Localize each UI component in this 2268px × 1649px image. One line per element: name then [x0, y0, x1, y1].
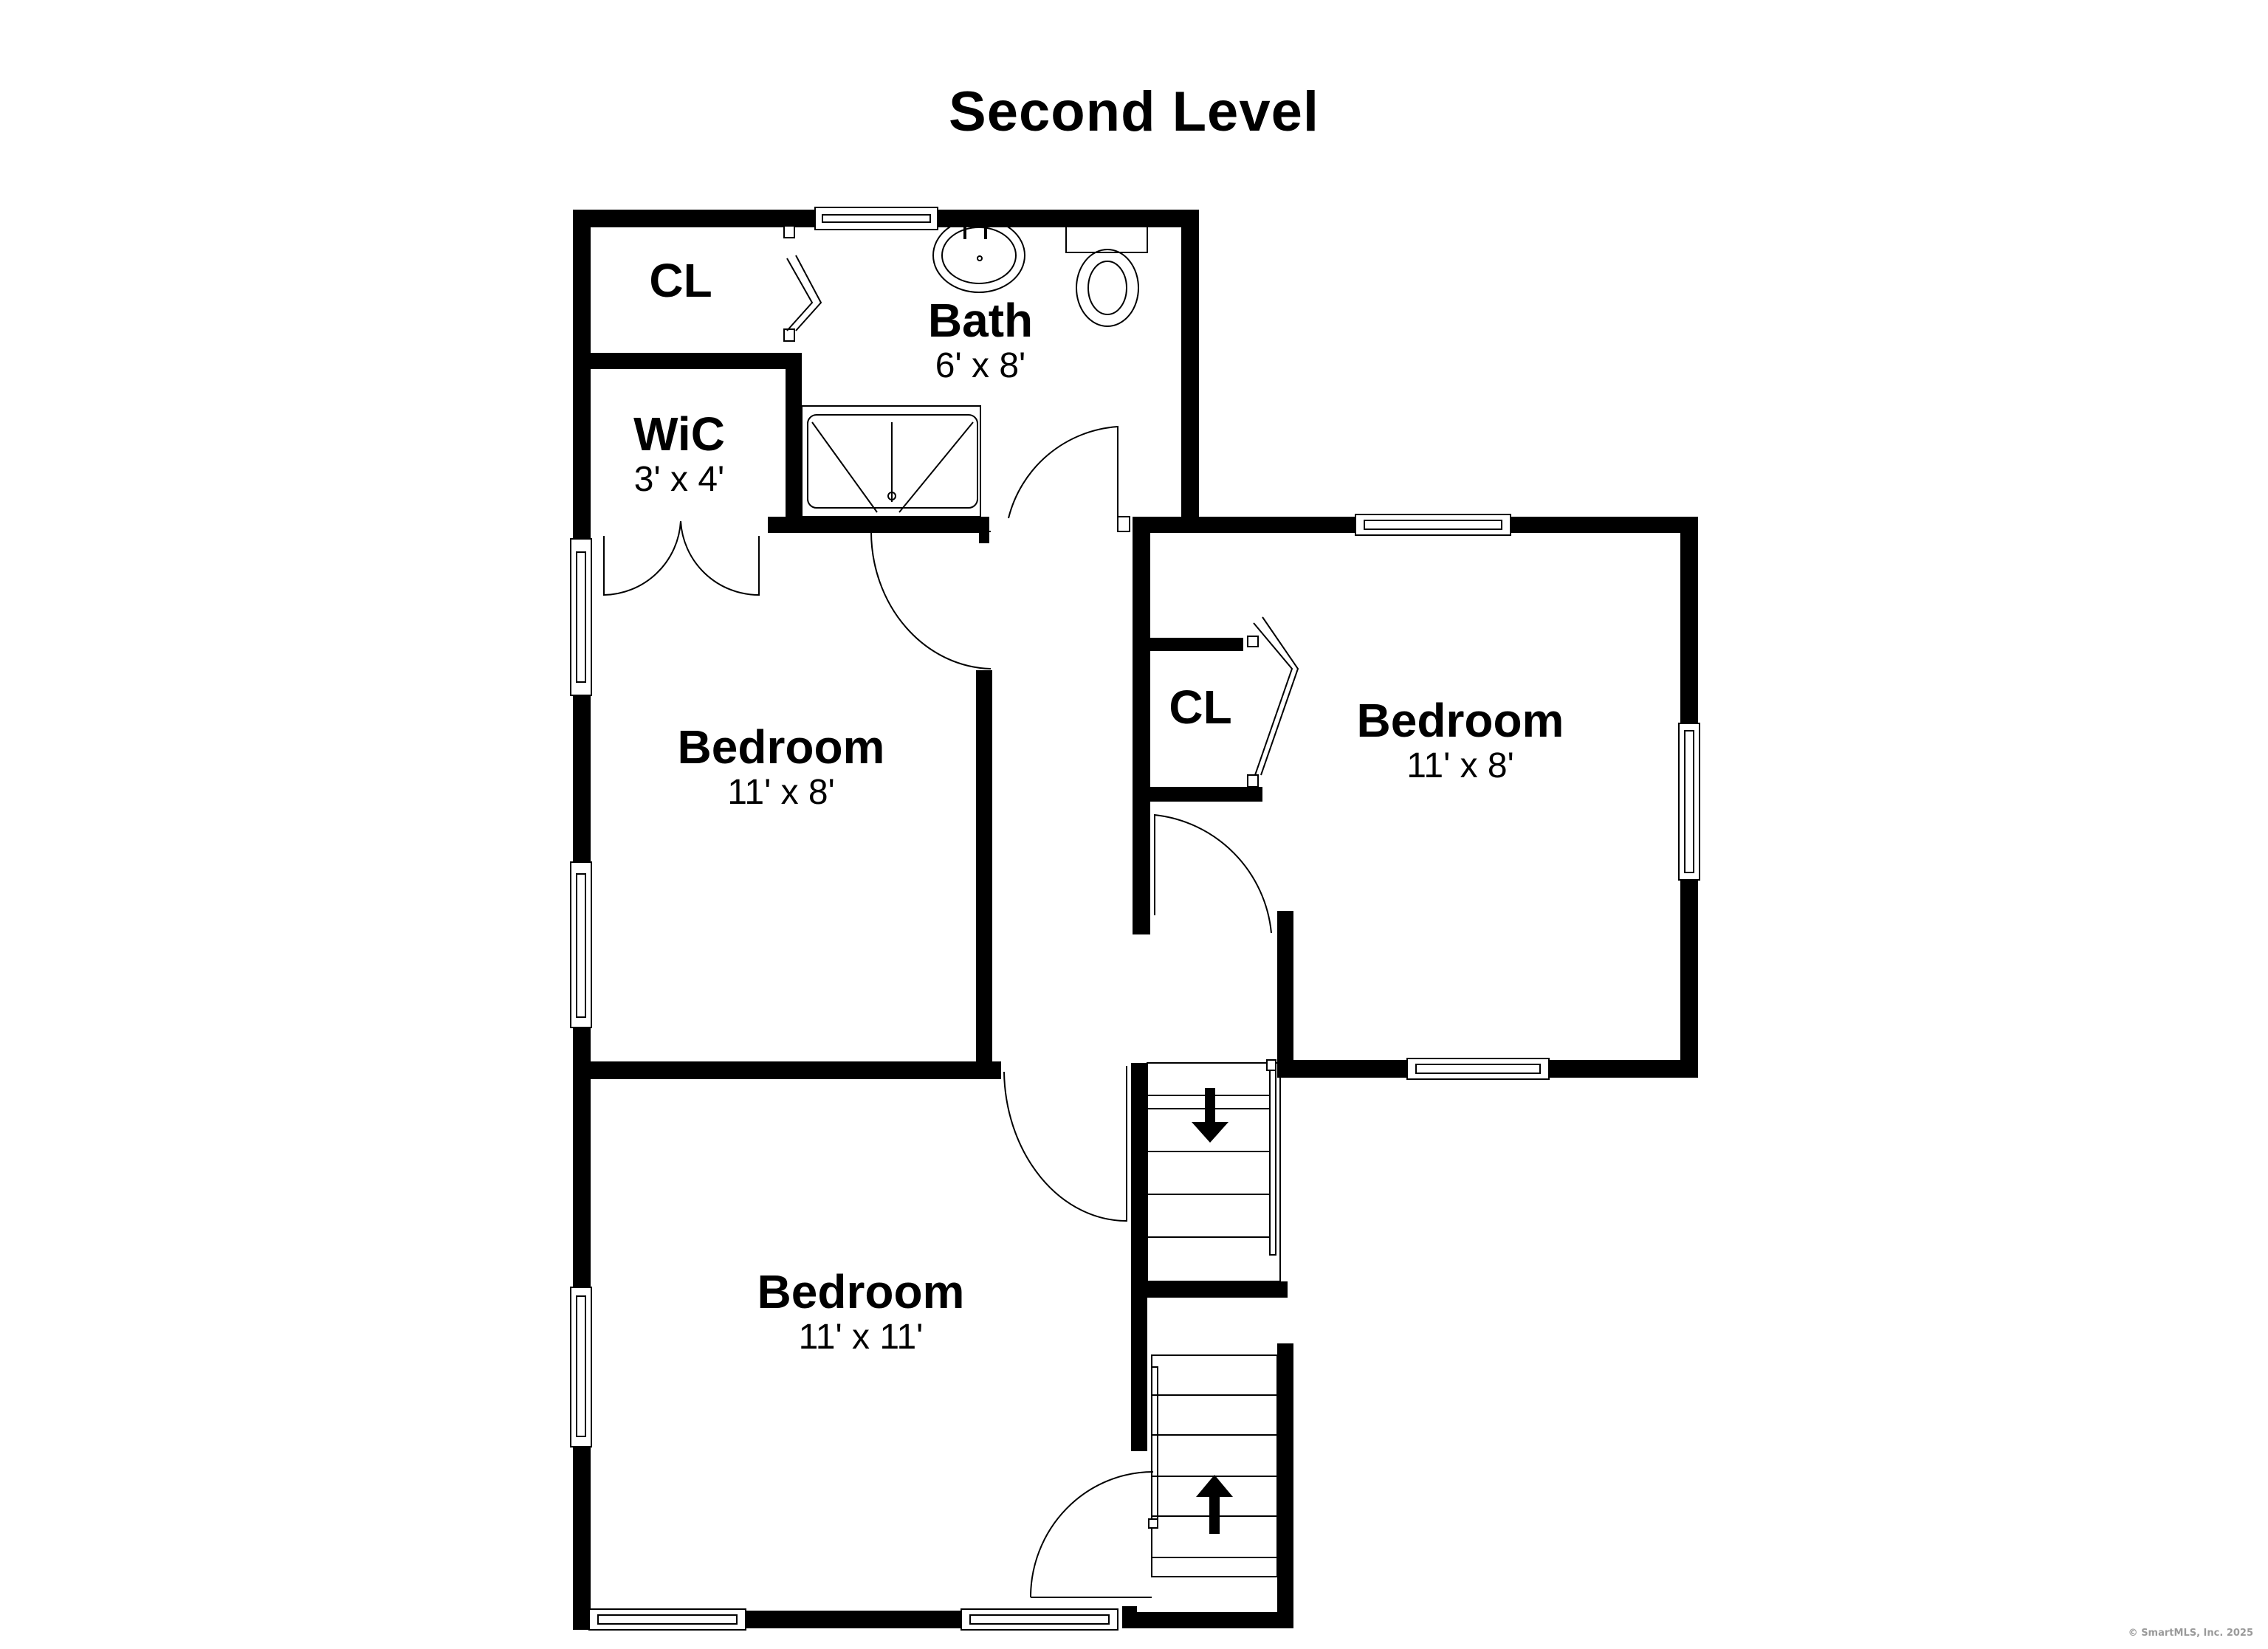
walls-upper-block	[573, 210, 1199, 543]
room-label-bedroom-right: Bedroom 11' x 8'	[1357, 697, 1564, 784]
room-name: Bedroom	[757, 1265, 965, 1318]
room-dimensions: 11' x 11'	[798, 1318, 924, 1357]
room-label-closet-top: CL	[649, 257, 712, 304]
room-name: CL	[649, 254, 712, 307]
room-name: WiC	[633, 407, 725, 461]
door-bath	[1008, 425, 1118, 519]
room-dimensions: 11' x 8'	[1406, 746, 1514, 785]
room-dimensions: 6' x 8'	[935, 346, 1026, 385]
room-name: Bedroom	[1356, 694, 1564, 747]
shower-icon	[801, 405, 981, 517]
room-name: Bath	[927, 294, 1034, 347]
toilet-icon	[1065, 225, 1148, 327]
stairs-lower[interactable]	[1131, 1343, 1293, 1628]
bifold-door-top-closet	[786, 255, 822, 331]
door-stair-landing	[1030, 1471, 1154, 1598]
windows-bottom-bedroom	[570, 1287, 1118, 1631]
room-dimensions: 3' x 4'	[633, 460, 725, 499]
windows-left-bedroom	[570, 538, 592, 1028]
room-label-bath: Bath 6' x 8'	[928, 297, 1033, 384]
window-top-bath	[814, 207, 938, 230]
room-dimensions: 11' x 8'	[727, 773, 835, 812]
copyright-notice: © SmartMLS, Inc. 2025	[2128, 1628, 2253, 1639]
floor-title: Second Level	[949, 80, 1319, 143]
bifold-door-right-closet	[1253, 616, 1299, 776]
room-name: Bedroom	[677, 720, 885, 774]
windows-right-bedroom	[1355, 514, 1700, 1080]
walls-right-bedroom	[1133, 517, 1698, 1078]
room-label-bedroom-bottom: Bedroom 11' x 11'	[757, 1268, 965, 1355]
door-right-bedroom	[1154, 813, 1272, 934]
door-left-bedroom	[870, 531, 992, 669]
arrow-down-icon	[1192, 1088, 1228, 1143]
room-label-closet-right: CL	[1169, 684, 1231, 731]
walls-left-bedroom	[573, 539, 1001, 1079]
arrow-up-icon	[1196, 1475, 1233, 1534]
walls-bottom-bedroom	[573, 1070, 1293, 1630]
room-label-wic: WiC 3' x 4'	[633, 410, 725, 498]
double-door-wic	[603, 520, 760, 596]
stairs-upper[interactable]	[1131, 1059, 1288, 1355]
sink-icon	[932, 218, 1025, 293]
door-bottom-bedroom	[1003, 1066, 1127, 1222]
room-label-bedroom-left: Bedroom 11' x 8'	[678, 723, 885, 810]
room-name: CL	[1169, 681, 1232, 734]
